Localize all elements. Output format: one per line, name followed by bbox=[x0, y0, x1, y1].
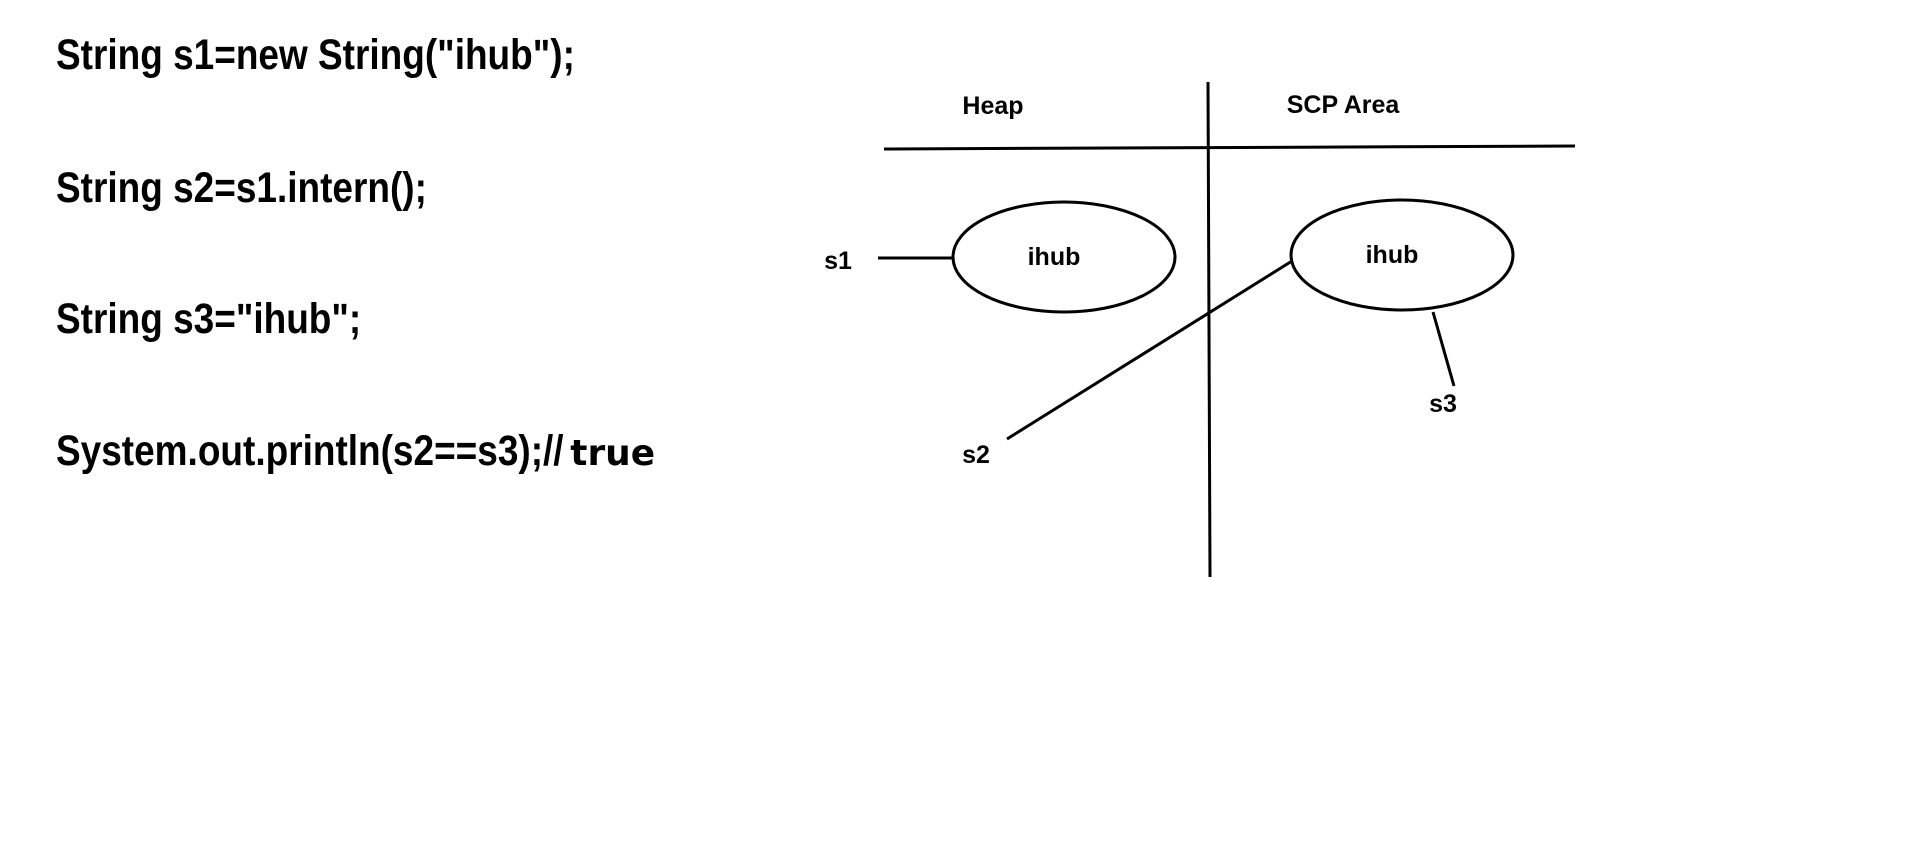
ref-s2-label: s2 bbox=[962, 441, 990, 469]
code-line-2: String s2=s1.intern(); bbox=[56, 164, 427, 212]
code-line-4-statement: System.out.println(s2==s3);// bbox=[56, 427, 564, 475]
heap-heading: Heap bbox=[962, 92, 1023, 120]
code-line-1: String s1=new String("ihub"); bbox=[56, 31, 575, 79]
scp-string-object bbox=[1289, 198, 1515, 312]
heap-object-label: ihub bbox=[1028, 243, 1081, 271]
ref-s2-arrow bbox=[1006, 259, 1293, 441]
scp-object-label: ihub bbox=[1366, 241, 1419, 269]
header-separator-line bbox=[883, 144, 1576, 151]
code-line-3: String s3="ihub"; bbox=[56, 295, 362, 343]
code-line-4: System.out.println(s2==s3);//true bbox=[56, 427, 655, 475]
ref-s1-label: s1 bbox=[824, 247, 852, 275]
ref-s3-label: s3 bbox=[1429, 390, 1457, 418]
area-divider-line bbox=[1206, 81, 1212, 578]
comment-result: true bbox=[570, 433, 656, 474]
scp-area-heading: SCP Area bbox=[1287, 91, 1401, 119]
ref-s3-arrow bbox=[1431, 311, 1456, 387]
